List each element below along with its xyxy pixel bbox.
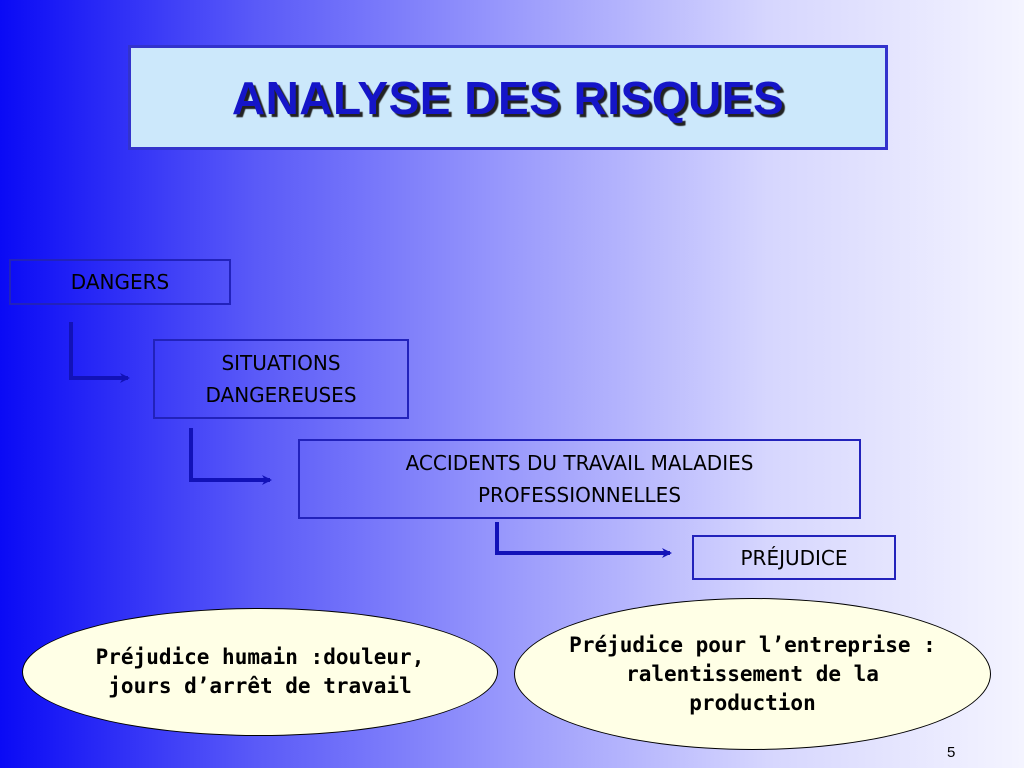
slide-title: ANALYSE DES RISQUES: [231, 71, 785, 124]
flow-label: SITUATIONS DANGEREUSES: [205, 351, 357, 407]
consequence-text: Préjudice pour l’entreprise : ralentisse…: [569, 632, 936, 715]
page-number: 5: [947, 744, 956, 761]
consequence-company: Préjudice pour l’entreprise : ralentisse…: [514, 598, 991, 750]
flow-label: PRÉJUDICE: [740, 545, 848, 570]
flow-box-accidents: ACCIDENTS DU TRAVAIL MALADIES PROFESSION…: [298, 439, 861, 519]
consequence-text: Préjudice humain :douleur, jours d’arrêt…: [95, 645, 425, 698]
arrow-1: [69, 322, 130, 383]
flow-box-dangers: DANGERS: [9, 259, 231, 305]
consequence-human: Préjudice humain :douleur, jours d’arrêt…: [22, 608, 498, 736]
flow-label: DANGERS: [70, 270, 170, 294]
flow-box-prejudice: PRÉJUDICE: [692, 535, 896, 580]
slide-title-box: ANALYSE DES RISQUES: [128, 45, 888, 150]
flow-box-situations: SITUATIONS DANGEREUSES: [153, 339, 409, 419]
arrow-2: [189, 428, 272, 485]
flow-label: ACCIDENTS DU TRAVAIL MALADIES PROFESSION…: [405, 451, 754, 507]
arrow-3: [495, 522, 672, 558]
